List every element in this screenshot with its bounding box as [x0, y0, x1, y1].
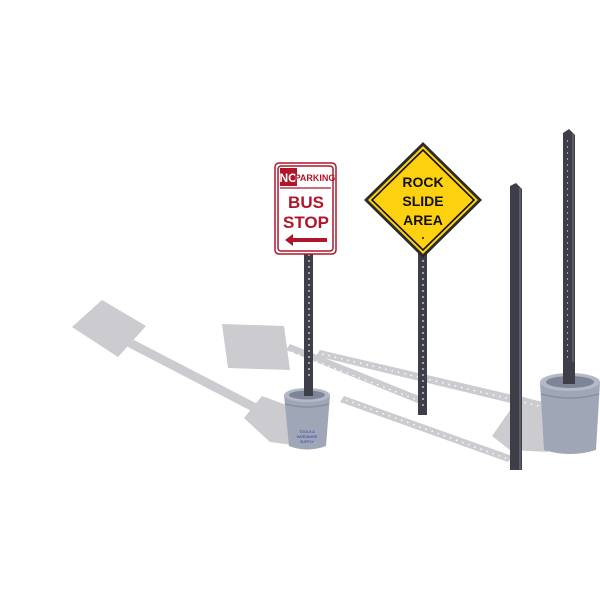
bus-label: BUS	[288, 193, 324, 212]
shadow-hole-texture	[291, 351, 557, 460]
right-post-shadow	[316, 350, 560, 414]
bus-stop-assembly: TOOLS & HARDWARE SUPPLY NO PARKING BUS S…	[274, 162, 337, 450]
stop-label: STOP	[283, 213, 329, 232]
bucket-label-line1: TOOLS &	[299, 430, 315, 434]
no-label: NO	[280, 171, 298, 185]
parking-label: PARKING	[295, 173, 336, 183]
bucket-label-line3: SUPPLY	[300, 440, 315, 444]
bucket-label: TOOLS & HARDWARE SUPPLY	[297, 430, 318, 444]
rock-slide-assembly: ROCK SLIDE AREA	[364, 142, 482, 415]
area-label: AREA	[403, 212, 443, 228]
rock-slide-sign: ROCK SLIDE AREA	[364, 142, 482, 258]
no-box	[280, 168, 297, 186]
bare-post	[510, 183, 522, 470]
bucket-label-line2: HARDWARE	[297, 435, 318, 439]
right-post-assembly	[540, 129, 600, 454]
rock-slide-sign-shadow	[222, 324, 290, 370]
slide-label: SLIDE	[402, 193, 443, 209]
bus-stop-sign: NO PARKING BUS STOP	[274, 162, 337, 255]
left-arrow-icon	[285, 234, 327, 246]
rock-label: ROCK	[402, 174, 443, 190]
bus-stop-sign-shadow	[72, 300, 146, 357]
bus-stop-bucket: TOOLS & HARDWARE SUPPLY	[284, 380, 330, 450]
right-bucket	[540, 362, 600, 454]
